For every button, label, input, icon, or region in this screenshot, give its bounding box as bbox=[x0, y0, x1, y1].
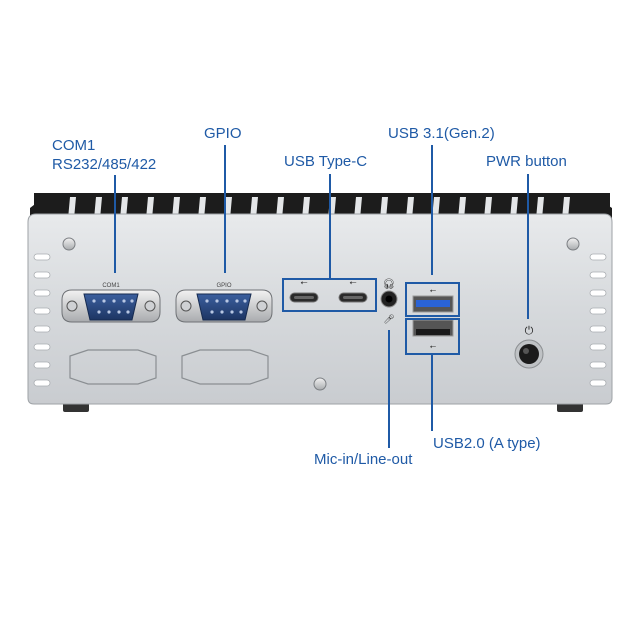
com1-connector bbox=[61, 289, 161, 323]
mic-icon: 🎤︎ bbox=[383, 314, 394, 325]
knockout-left bbox=[69, 349, 157, 385]
screws bbox=[62, 237, 580, 391]
com1-label: COM1 RS232/485/422 bbox=[52, 136, 156, 174]
right-vents bbox=[589, 253, 607, 387]
gpio-leader bbox=[224, 145, 226, 273]
usb31-port: ⭠ bbox=[412, 286, 454, 313]
usb20-highlight bbox=[405, 318, 460, 355]
usb-c-2-icon: ⭠ bbox=[349, 278, 356, 288]
left-vents bbox=[33, 253, 51, 387]
com1-leader bbox=[114, 175, 116, 273]
usb-type-c-ports: ⭠ ⭠ bbox=[289, 278, 368, 303]
usb31-label: USB 3.1(Gen.2) bbox=[388, 125, 495, 142]
usb31-highlight bbox=[405, 282, 460, 317]
usb-type-c-label: USB Type-C bbox=[284, 153, 368, 170]
com1-port-label: COM1 bbox=[102, 283, 120, 289]
usb31-leader bbox=[431, 145, 433, 275]
gpio-connector bbox=[175, 289, 273, 323]
mic-line-out-label: Mic-in/Line-out bbox=[314, 451, 413, 468]
usb-c-1-icon: ⭠ bbox=[300, 278, 307, 288]
gpio-port-label: GPIO bbox=[216, 283, 231, 289]
com1-label-line1: COM1 bbox=[52, 137, 96, 154]
audio-jack: 🎧︎ 🎤︎ bbox=[380, 278, 398, 325]
chassis-front-panel bbox=[27, 213, 613, 405]
com1-label-line2: RS232/485/422 bbox=[52, 156, 157, 173]
usb-type-c-highlight bbox=[282, 278, 377, 312]
headphone-icon: 🎧︎ bbox=[383, 278, 396, 290]
usb20-leader bbox=[431, 355, 433, 431]
svg-text:⭠: ⭠ bbox=[430, 342, 437, 351]
mic-leader bbox=[388, 330, 390, 448]
usb-type-c-leader bbox=[329, 174, 331, 278]
pwr-leader bbox=[527, 174, 529, 319]
usb20-port: ⭠ bbox=[412, 319, 454, 351]
pwr-button-label: PWR button bbox=[486, 153, 567, 170]
power-button: ⏻ bbox=[514, 324, 544, 369]
svg-text:⭠: ⭠ bbox=[430, 286, 437, 295]
knockout-right bbox=[181, 349, 269, 385]
power-icon: ⏻ bbox=[525, 324, 534, 337]
gpio-label: GPIO bbox=[204, 125, 242, 142]
usb20-label: USB2.0 (A type) bbox=[433, 435, 541, 452]
